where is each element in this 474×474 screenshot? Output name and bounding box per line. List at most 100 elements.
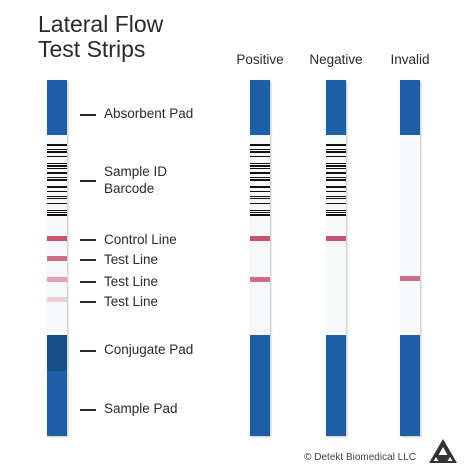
negative-heading: Negative	[309, 52, 363, 67]
control-line-mark	[326, 236, 346, 241]
barcode-bar	[326, 214, 346, 216]
barcode-bar	[47, 165, 67, 167]
barcode-bar	[47, 214, 67, 216]
test-line-mark	[400, 276, 420, 281]
sample-pad-label: Sample Pad	[104, 401, 178, 416]
invalid-strip	[400, 80, 420, 436]
barcode-bar	[250, 186, 270, 188]
barcode-bar	[250, 191, 270, 192]
sample-pad	[400, 335, 420, 436]
test-line-1-pointer	[80, 259, 96, 261]
barcode-bar	[250, 196, 270, 197]
conjugate-pad-label: Conjugate Pad	[104, 342, 194, 357]
control-line-mark	[250, 236, 270, 241]
barcode-bar	[250, 144, 270, 146]
barcode-bar	[47, 179, 67, 181]
title-line-2: Test Strips	[38, 36, 146, 62]
control-line-pointer	[80, 239, 96, 241]
barcode-bar	[47, 196, 67, 197]
barcode-bar	[250, 172, 270, 174]
test-line-3-mark	[47, 297, 67, 302]
copyright-text: © Detekt Biomedical LLC	[304, 452, 416, 463]
barcode	[326, 144, 346, 216]
barcode-label-line-1: Sample ID	[104, 164, 168, 179]
test-line-mark	[250, 277, 270, 282]
test-line-3-pointer	[80, 301, 96, 303]
barcode-bar	[326, 163, 346, 164]
barcode-bar	[47, 177, 67, 178]
invalid-heading: Invalid	[390, 52, 430, 67]
positive-strip	[250, 80, 270, 436]
barcode-bar	[250, 168, 270, 169]
conjugate-pad-pointer	[80, 350, 96, 352]
barcode-bar	[250, 165, 270, 167]
barcode-bar	[47, 156, 67, 157]
barcode-bar	[47, 163, 67, 164]
absorbent-pad-label: Absorbent Pad	[104, 106, 194, 121]
barcode-bar	[47, 149, 67, 150]
barcode-bar	[250, 203, 270, 204]
barcode	[250, 144, 270, 216]
absorbent-pad	[47, 80, 67, 135]
barcode	[47, 144, 67, 216]
barcode-bar	[326, 210, 346, 211]
test-line-2-mark	[47, 277, 67, 282]
barcode-bar	[326, 179, 346, 181]
conjugate-pad	[47, 335, 67, 371]
barcode-bar	[250, 163, 270, 164]
barcode-bar	[326, 196, 346, 197]
barcode-bar	[47, 191, 67, 192]
barcode-bar	[326, 151, 346, 153]
reference-strip	[47, 80, 67, 436]
diagram-title: Lateral Flow Test Strips	[38, 12, 163, 62]
barcode-bar	[47, 210, 67, 211]
sample-pad-pointer	[80, 409, 96, 411]
test-line-3-label: Test Line	[104, 294, 159, 309]
test-line-2-pointer	[80, 281, 96, 283]
barcode-bar	[326, 191, 346, 192]
control-line-mark	[47, 236, 67, 241]
barcode-bar	[326, 172, 346, 174]
barcode-bar	[326, 149, 346, 150]
barcode-label-line-2: Barcode	[104, 181, 155, 196]
barcode-bar	[326, 165, 346, 167]
barcode-bar	[250, 156, 270, 157]
barcode-bar	[250, 214, 270, 216]
barcode-bar	[326, 186, 346, 188]
barcode-bar	[326, 144, 346, 146]
test-line-2-label: Test Line	[104, 274, 159, 289]
negative-strip	[326, 80, 346, 436]
absorbent-pad	[326, 80, 346, 135]
barcode-bar	[47, 186, 67, 188]
positive-heading: Positive	[236, 52, 284, 67]
barcode-bar	[250, 177, 270, 178]
absorbent-pad	[250, 80, 270, 135]
barcode-bar	[47, 168, 67, 169]
test-line-1-mark	[47, 256, 67, 261]
barcode-bar	[326, 212, 346, 213]
barcode-bar	[326, 177, 346, 178]
test-line-1-label: Test Line	[104, 252, 159, 267]
barcode-bar	[250, 151, 270, 153]
barcode-bar	[250, 210, 270, 211]
barcode-bar	[47, 172, 67, 174]
barcode-bar	[47, 212, 67, 213]
barcode-bar	[47, 144, 67, 146]
barcode-bar	[326, 168, 346, 169]
barcode-pointer	[80, 180, 96, 182]
absorbent-pad	[400, 80, 420, 135]
absorbent-pad-pointer	[80, 114, 96, 116]
control-line-label: Control Line	[104, 232, 177, 247]
sample-pad	[250, 335, 270, 436]
sample-pad	[326, 335, 346, 436]
barcode-bar	[250, 179, 270, 181]
barcode-bar	[250, 212, 270, 213]
barcode-bar	[326, 203, 346, 204]
barcode-bar	[47, 203, 67, 204]
title-line-1: Lateral Flow	[38, 11, 164, 37]
barcode-bar	[326, 156, 346, 157]
barcode-bar	[250, 198, 270, 199]
detekt-logo-icon	[429, 439, 457, 463]
barcode-bar	[326, 198, 346, 199]
barcode-bar	[47, 198, 67, 199]
